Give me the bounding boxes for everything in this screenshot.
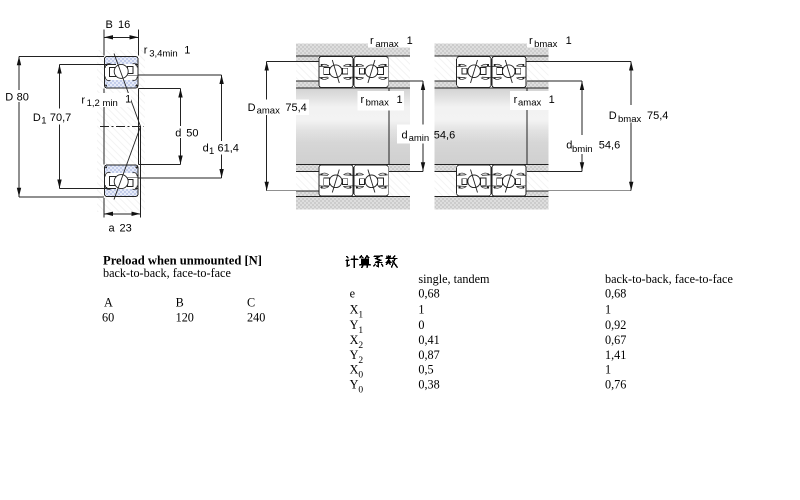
svg-text:1: 1 bbox=[397, 94, 403, 106]
svg-text:0,67: 0,67 bbox=[605, 333, 626, 347]
svg-text:B: B bbox=[176, 296, 184, 310]
svg-text:23: 23 bbox=[120, 223, 132, 235]
svg-text:54,6: 54,6 bbox=[434, 130, 455, 142]
svg-text:54,6: 54,6 bbox=[599, 140, 620, 152]
svg-text:1: 1 bbox=[41, 116, 46, 127]
svg-text:r: r bbox=[361, 94, 365, 106]
svg-text:1: 1 bbox=[358, 326, 363, 336]
svg-text:back-to-back, face-to-face: back-to-back, face-to-face bbox=[605, 272, 733, 286]
svg-text:2: 2 bbox=[358, 356, 363, 366]
svg-text:r: r bbox=[370, 35, 374, 47]
svg-text:0: 0 bbox=[358, 371, 363, 381]
svg-text:1: 1 bbox=[549, 94, 555, 106]
svg-text:0,38: 0,38 bbox=[418, 378, 439, 392]
svg-text:C: C bbox=[247, 296, 255, 310]
svg-text:bmin: bmin bbox=[572, 144, 593, 155]
svg-text:120: 120 bbox=[176, 311, 194, 325]
svg-text:d: d bbox=[402, 130, 408, 142]
svg-text:amin: amin bbox=[409, 133, 430, 144]
svg-text:B: B bbox=[106, 19, 113, 31]
svg-text:1: 1 bbox=[184, 45, 190, 57]
svg-text:75,4: 75,4 bbox=[647, 110, 668, 122]
svg-text:r: r bbox=[514, 94, 518, 106]
svg-text:1,2 min: 1,2 min bbox=[87, 98, 118, 109]
svg-text:bmax: bmax bbox=[618, 114, 641, 125]
svg-text:0,76: 0,76 bbox=[605, 378, 626, 392]
svg-text:a: a bbox=[109, 223, 116, 235]
svg-text:75,4: 75,4 bbox=[285, 102, 306, 114]
svg-text:e: e bbox=[350, 287, 355, 301]
svg-text:D: D bbox=[248, 102, 256, 114]
svg-text:0,92: 0,92 bbox=[605, 318, 626, 332]
svg-text:1: 1 bbox=[566, 35, 572, 47]
svg-text:D: D bbox=[5, 92, 13, 104]
svg-text:A: A bbox=[104, 296, 113, 310]
svg-text:X: X bbox=[350, 333, 359, 347]
svg-text:0: 0 bbox=[358, 386, 363, 396]
svg-text:Y: Y bbox=[350, 348, 359, 362]
svg-text:back-to-back, face-to-face: back-to-back, face-to-face bbox=[103, 266, 231, 280]
svg-text:80: 80 bbox=[17, 92, 29, 104]
svg-text:bmax: bmax bbox=[366, 97, 389, 108]
svg-text:0,68: 0,68 bbox=[605, 287, 626, 301]
svg-text:r: r bbox=[81, 94, 85, 106]
svg-text:1: 1 bbox=[605, 363, 611, 377]
svg-text:1: 1 bbox=[418, 303, 424, 317]
svg-text:61,4: 61,4 bbox=[218, 143, 239, 155]
svg-text:1: 1 bbox=[605, 303, 611, 317]
svg-text:240: 240 bbox=[247, 311, 265, 325]
svg-text:1: 1 bbox=[407, 35, 413, 47]
svg-text:Preload when unmounted [N]: Preload when unmounted [N] bbox=[103, 254, 262, 268]
svg-text:amax: amax bbox=[375, 39, 398, 50]
svg-text:d: d bbox=[203, 143, 209, 155]
svg-text:0,5: 0,5 bbox=[418, 363, 433, 377]
svg-text:0,87: 0,87 bbox=[418, 348, 439, 362]
svg-text:Y: Y bbox=[350, 318, 359, 332]
svg-text:r: r bbox=[144, 45, 148, 57]
svg-text:0: 0 bbox=[418, 318, 424, 332]
svg-text:bmax: bmax bbox=[534, 39, 557, 50]
svg-text:1: 1 bbox=[209, 146, 214, 157]
svg-text:60: 60 bbox=[102, 311, 114, 325]
svg-text:1,41: 1,41 bbox=[605, 348, 626, 362]
svg-text:d: d bbox=[566, 140, 572, 152]
svg-text:1: 1 bbox=[358, 311, 363, 321]
svg-text:r: r bbox=[529, 35, 533, 47]
svg-text:D: D bbox=[609, 110, 617, 122]
svg-text:amax: amax bbox=[518, 97, 541, 108]
svg-text:3,4min: 3,4min bbox=[149, 49, 178, 60]
svg-text:2: 2 bbox=[358, 341, 363, 351]
svg-text:70,7: 70,7 bbox=[50, 112, 71, 124]
svg-text:50: 50 bbox=[186, 128, 198, 140]
svg-text:D: D bbox=[33, 112, 41, 124]
svg-text:0,41: 0,41 bbox=[418, 333, 439, 347]
svg-text:single, tandem: single, tandem bbox=[418, 272, 490, 286]
svg-text:X: X bbox=[350, 303, 359, 317]
svg-text:amax: amax bbox=[257, 106, 280, 117]
svg-text:d: d bbox=[175, 128, 181, 140]
svg-text:16: 16 bbox=[118, 19, 130, 31]
svg-text:X: X bbox=[350, 363, 359, 377]
svg-text:1: 1 bbox=[125, 94, 131, 106]
svg-text:0,68: 0,68 bbox=[418, 287, 439, 301]
svg-text:Y: Y bbox=[350, 378, 359, 392]
